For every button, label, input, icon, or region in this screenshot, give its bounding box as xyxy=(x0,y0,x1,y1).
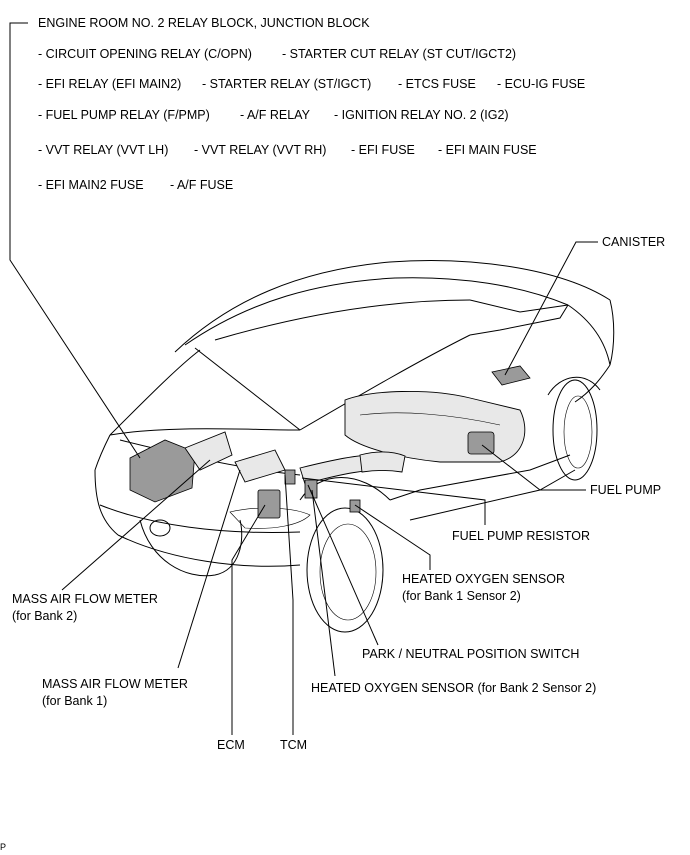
corner-mark: P xyxy=(0,842,7,852)
efi-fuse-label: - EFI FUSE xyxy=(351,143,415,157)
ho2-bank2-label: HEATED OXYGEN SENSOR (for Bank 2 Sensor … xyxy=(311,681,597,695)
circuit-opening-relay-label: - CIRCUIT OPENING RELAY (C/OPN) xyxy=(38,47,252,61)
fuel-pump-resistor-label: FUEL PUMP RESISTOR xyxy=(452,529,590,543)
efi-relay-label: - EFI RELAY (EFI MAIN2) xyxy=(38,77,182,91)
maf-bank2-label-line1: MASS AIR FLOW METER xyxy=(12,592,158,606)
maf-bank2-label-line2: (for Bank 2) xyxy=(12,609,78,623)
fuel-pump-relay-label: - FUEL PUMP RELAY (F/PMP) xyxy=(38,108,210,122)
af-fuse-label: - A/F FUSE xyxy=(170,178,234,192)
ignition-relay-label: - IGNITION RELAY NO. 2 (IG2) xyxy=(334,108,509,122)
vvt-relay-rh-label: - VVT RELAY (VVT RH) xyxy=(194,143,327,157)
leader-lines xyxy=(9,22,598,735)
ecu-ig-fuse-label: - ECU-IG FUSE xyxy=(497,77,586,91)
relay-block-label: ENGINE ROOM NO. 2 RELAY BLOCK, JUNCTION … xyxy=(38,16,370,30)
fuel-pump-label: FUEL PUMP xyxy=(590,483,662,497)
efi-main2-fuse-label: - EFI MAIN2 FUSE xyxy=(38,178,144,192)
ho2-bank1-label-line2: (for Bank 1 Sensor 2) xyxy=(402,589,521,603)
maf-bank1-label-line2: (for Bank 1) xyxy=(42,694,108,708)
starter-cut-relay-label: - STARTER CUT RELAY (ST CUT/IGCT2) xyxy=(282,47,517,61)
starter-relay-label: - STARTER RELAY (ST/IGCT) xyxy=(202,77,372,91)
maf-bank1-label-line1: MASS AIR FLOW METER xyxy=(42,677,188,691)
efi-main-fuse-label: - EFI MAIN FUSE xyxy=(438,143,537,157)
car-outline xyxy=(94,260,615,633)
etcs-fuse-label: - ETCS FUSE xyxy=(398,77,476,91)
tcm-label: TCM xyxy=(280,738,308,752)
af-relay-label: - A/F RELAY xyxy=(240,108,310,122)
ecm-label: ECM xyxy=(217,738,245,752)
vvt-relay-lh-label: - VVT RELAY (VVT LH) xyxy=(38,143,169,157)
canister-label: CANISTER xyxy=(602,235,666,249)
park-neutral-switch-label: PARK / NEUTRAL POSITION SWITCH xyxy=(362,647,580,661)
ho2-bank1-label-line1: HEATED OXYGEN SENSOR xyxy=(402,572,565,586)
